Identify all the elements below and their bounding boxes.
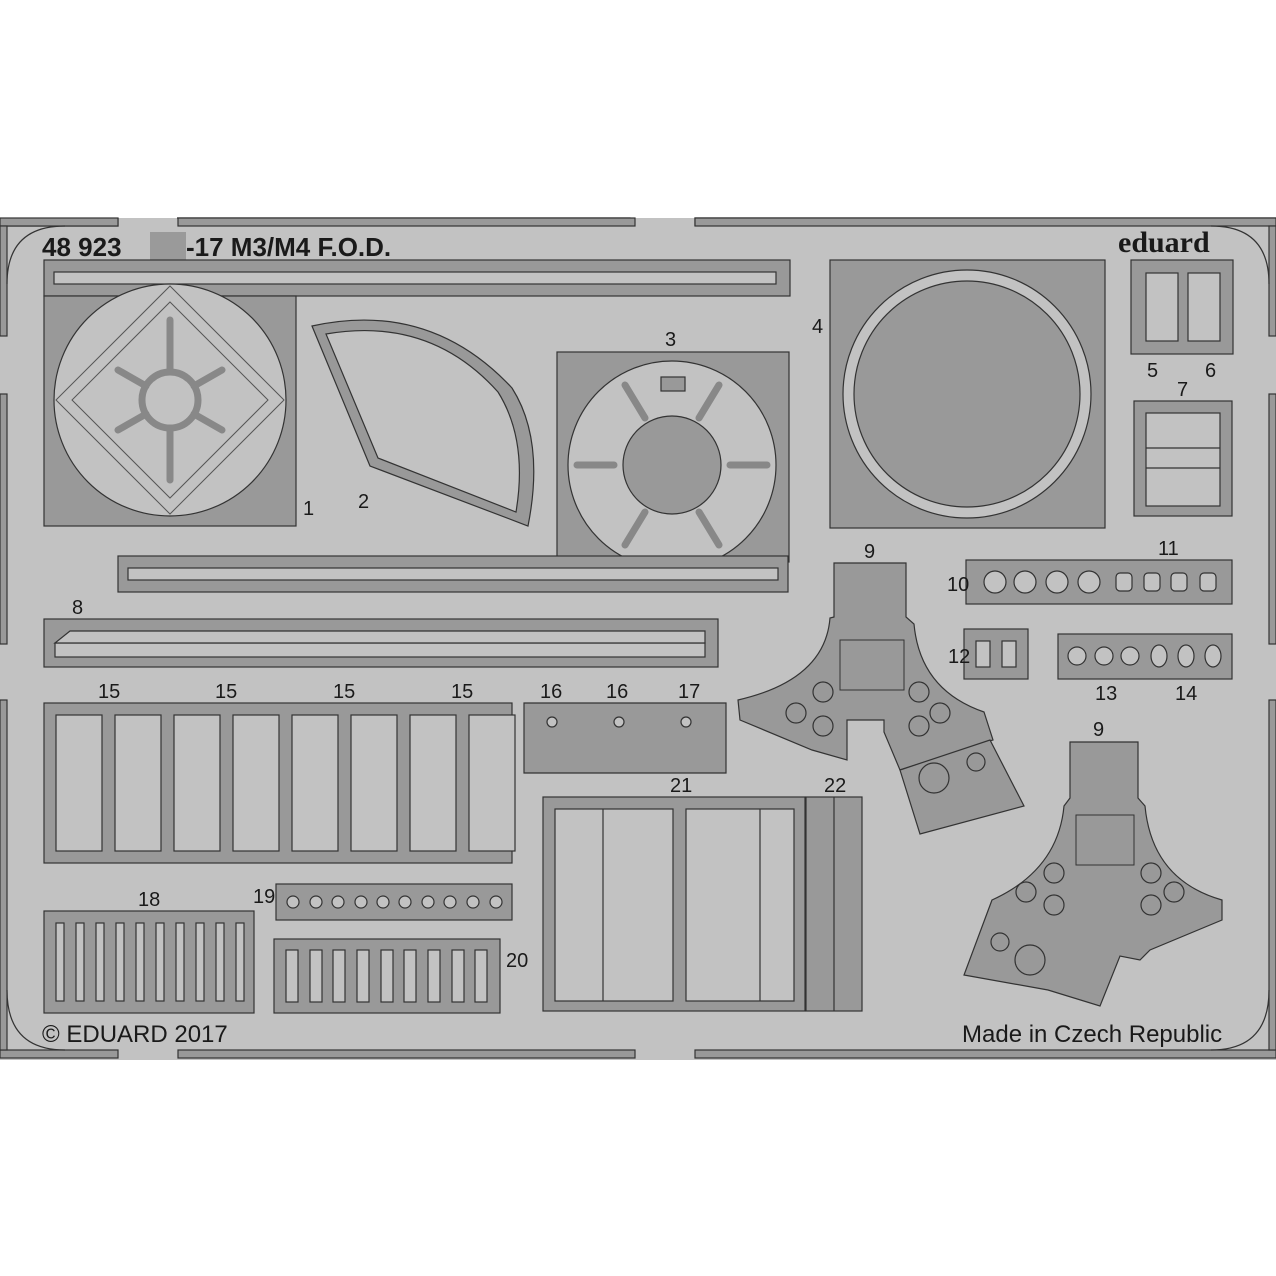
label-part-12: 12 (948, 646, 970, 668)
label-part-15: 15 (451, 681, 473, 703)
product-number: 48 923 (42, 232, 122, 262)
redacted-block (150, 232, 186, 260)
part-9-lower (963, 741, 1223, 1007)
label-part-13: 13 (1095, 683, 1117, 705)
label-part-19: 19 (253, 886, 275, 908)
label-part-17: 17 (678, 681, 700, 703)
label-part-14: 14 (1175, 683, 1197, 705)
label-part-20: 20 (506, 950, 528, 972)
label-part-9: 9 (1093, 719, 1104, 741)
origin-text: Made in Czech Republic (962, 1021, 1222, 1048)
part-16-17 (523, 702, 727, 774)
part-1 (43, 283, 297, 527)
copyright: © EDUARD 2017 (42, 1021, 228, 1048)
part-3 (556, 351, 790, 570)
label-part-3: 3 (665, 329, 676, 351)
label-part-1: 1 (303, 498, 314, 520)
label-part-6: 6 (1205, 360, 1216, 382)
label-part-2: 2 (358, 491, 369, 513)
part-21 (542, 796, 806, 1012)
label-part-22: 22 (824, 775, 846, 797)
part-19 (275, 883, 513, 921)
part-7 (1133, 400, 1233, 517)
label-part-8: 8 (72, 597, 83, 619)
part-4 (829, 259, 1106, 529)
part-8 (43, 618, 719, 668)
label-part-18: 18 (138, 889, 160, 911)
label-part-15: 15 (215, 681, 237, 703)
label-part-10: 10 (947, 574, 969, 596)
part-12 (963, 628, 1029, 680)
part-9-upper (737, 562, 1025, 835)
part-18 (43, 910, 255, 1014)
label-part-15: 15 (98, 681, 120, 703)
label-part-5: 5 (1147, 360, 1158, 382)
brand-logo: eduard (1118, 226, 1210, 259)
label-part-16: 16 (540, 681, 562, 703)
label-part-7: 7 (1177, 379, 1188, 401)
label-part-4: 4 (812, 316, 823, 338)
label-part-11: 11 (1158, 538, 1179, 560)
label-part-21: 21 (670, 775, 692, 797)
part-rail-middle (117, 555, 789, 593)
label-part-9: 9 (864, 541, 875, 563)
part-13-14 (1057, 633, 1233, 680)
part-5-6 (1130, 259, 1234, 355)
part-20 (273, 938, 501, 1014)
part-22 (805, 796, 863, 1012)
label-part-15: 15 (333, 681, 355, 703)
part-10-11 (965, 559, 1233, 605)
label-part-16: 16 (606, 681, 628, 703)
part-2 (311, 319, 535, 527)
fret-frame (0, 217, 1276, 1059)
part-15-group (43, 702, 516, 864)
set-title: -17 M3/M4 F.O.D. (186, 232, 391, 262)
